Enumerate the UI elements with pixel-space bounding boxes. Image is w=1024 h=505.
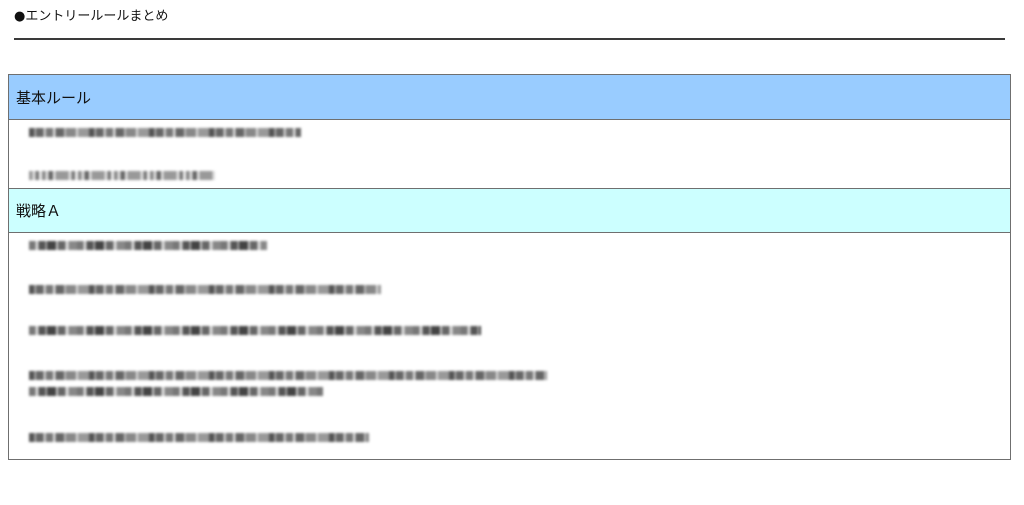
blurred-text-line bbox=[29, 326, 481, 335]
section-body-strategy-a bbox=[9, 233, 1010, 459]
section-title-strategy-a: 戦略Ａ bbox=[16, 202, 62, 220]
entry-rules-table: 基本ルール 戦略Ａ bbox=[8, 74, 1011, 460]
section-header-basic-rules: 基本ルール bbox=[9, 75, 1010, 120]
blurred-text-line bbox=[29, 171, 215, 180]
heading-divider bbox=[14, 38, 1005, 40]
blurred-text-line bbox=[29, 433, 369, 442]
section-title-basic-rules: 基本ルール bbox=[16, 88, 92, 107]
blurred-text-line bbox=[29, 241, 267, 250]
section-header-strategy-a: 戦略Ａ bbox=[9, 188, 1010, 233]
blurred-text-line bbox=[29, 371, 547, 380]
blurred-text-line bbox=[29, 128, 301, 137]
section-body-basic-rules bbox=[9, 120, 1010, 188]
page-heading: ●エントリールールまとめ bbox=[14, 9, 169, 24]
blurred-text-line bbox=[29, 285, 381, 294]
blurred-text-line bbox=[29, 387, 323, 396]
